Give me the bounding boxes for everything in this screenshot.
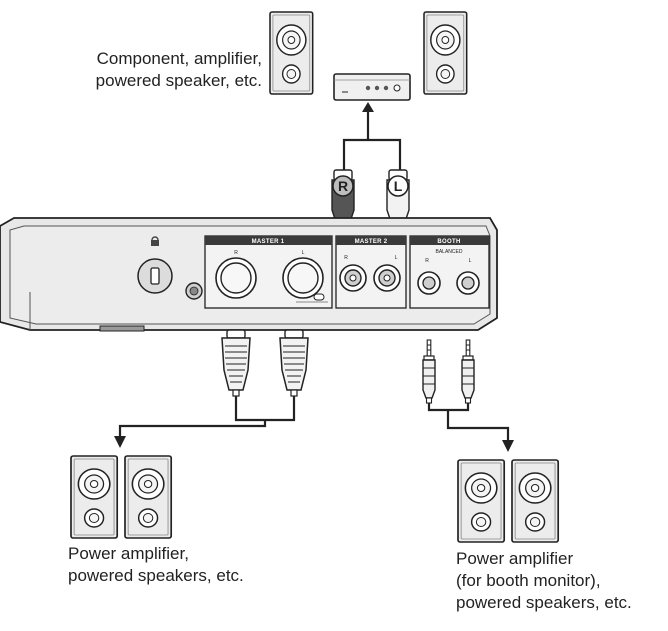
booth-r-label: R (425, 258, 429, 264)
booth-balanced-label: BALANCED (436, 249, 463, 255)
lock-icon (151, 236, 159, 246)
master1-r-label: R (234, 250, 238, 256)
caption-left: Power amplifier, powered speakers, etc. (68, 543, 244, 587)
caption-left-line1: Power amplifier, (68, 544, 189, 563)
phone-plug-booth-l (461, 339, 475, 404)
top-right-speaker-icon (423, 11, 468, 95)
bottom-left-speaker-1-icon (70, 455, 119, 539)
master2-r-label: R (344, 255, 348, 261)
phone-plug-booth-r (422, 339, 436, 404)
bottom-right-speaker-1-icon (457, 459, 506, 543)
booth-label: BOOTH (437, 239, 460, 245)
caption-right-line1: Power amplifier (456, 549, 574, 568)
booth-r-phone-jack[interactable] (417, 271, 441, 295)
rca-left-letter: L (394, 178, 403, 194)
caption-right-line2: (for booth monitor), (456, 571, 601, 590)
bottom-right-speaker-2-icon (511, 459, 560, 543)
cable-to-right-speakers (427, 403, 514, 452)
xlr-plug-master1-l (279, 329, 309, 397)
master2-r-rca-jack[interactable] (339, 264, 367, 292)
master2-l-rca-jack[interactable] (373, 264, 401, 292)
amplifier-icon (333, 73, 411, 101)
master2-l-label: L (395, 255, 398, 261)
caption-right: Power amplifier (for booth monitor), pow… (456, 548, 632, 614)
caption-left-line2: powered speakers, etc. (68, 566, 244, 585)
master1-l-xlr-jack[interactable] (282, 257, 324, 299)
caption-right-line3: powered speakers, etc. (456, 593, 632, 612)
cable-to-left-speakers (114, 396, 296, 448)
arrow-up-to-amplifier (342, 102, 402, 170)
attenuator-switch-icon (296, 293, 328, 303)
master1-label: MASTER 1 (252, 239, 285, 245)
booth-l-label: L (469, 258, 472, 264)
xlr-plug-master1-r (221, 329, 251, 397)
master2-label: MASTER 2 (355, 239, 388, 245)
master1-r-xlr-jack[interactable] (215, 257, 257, 299)
rca-right-letter: R (338, 178, 348, 194)
master1-l-label: L (302, 250, 305, 256)
caption-top: Component, amplifier, powered speaker, e… (40, 48, 262, 92)
bottom-left-speaker-2-icon (124, 455, 173, 539)
top-left-speaker-icon (269, 11, 314, 95)
rear-panel: MASTER 1 R L MASTER 2 R L (0, 217, 498, 332)
booth-l-phone-jack[interactable] (456, 271, 480, 295)
caption-top-line1: Component, amplifier, (96, 49, 262, 68)
caption-top-line2: powered speaker, etc. (95, 71, 262, 90)
